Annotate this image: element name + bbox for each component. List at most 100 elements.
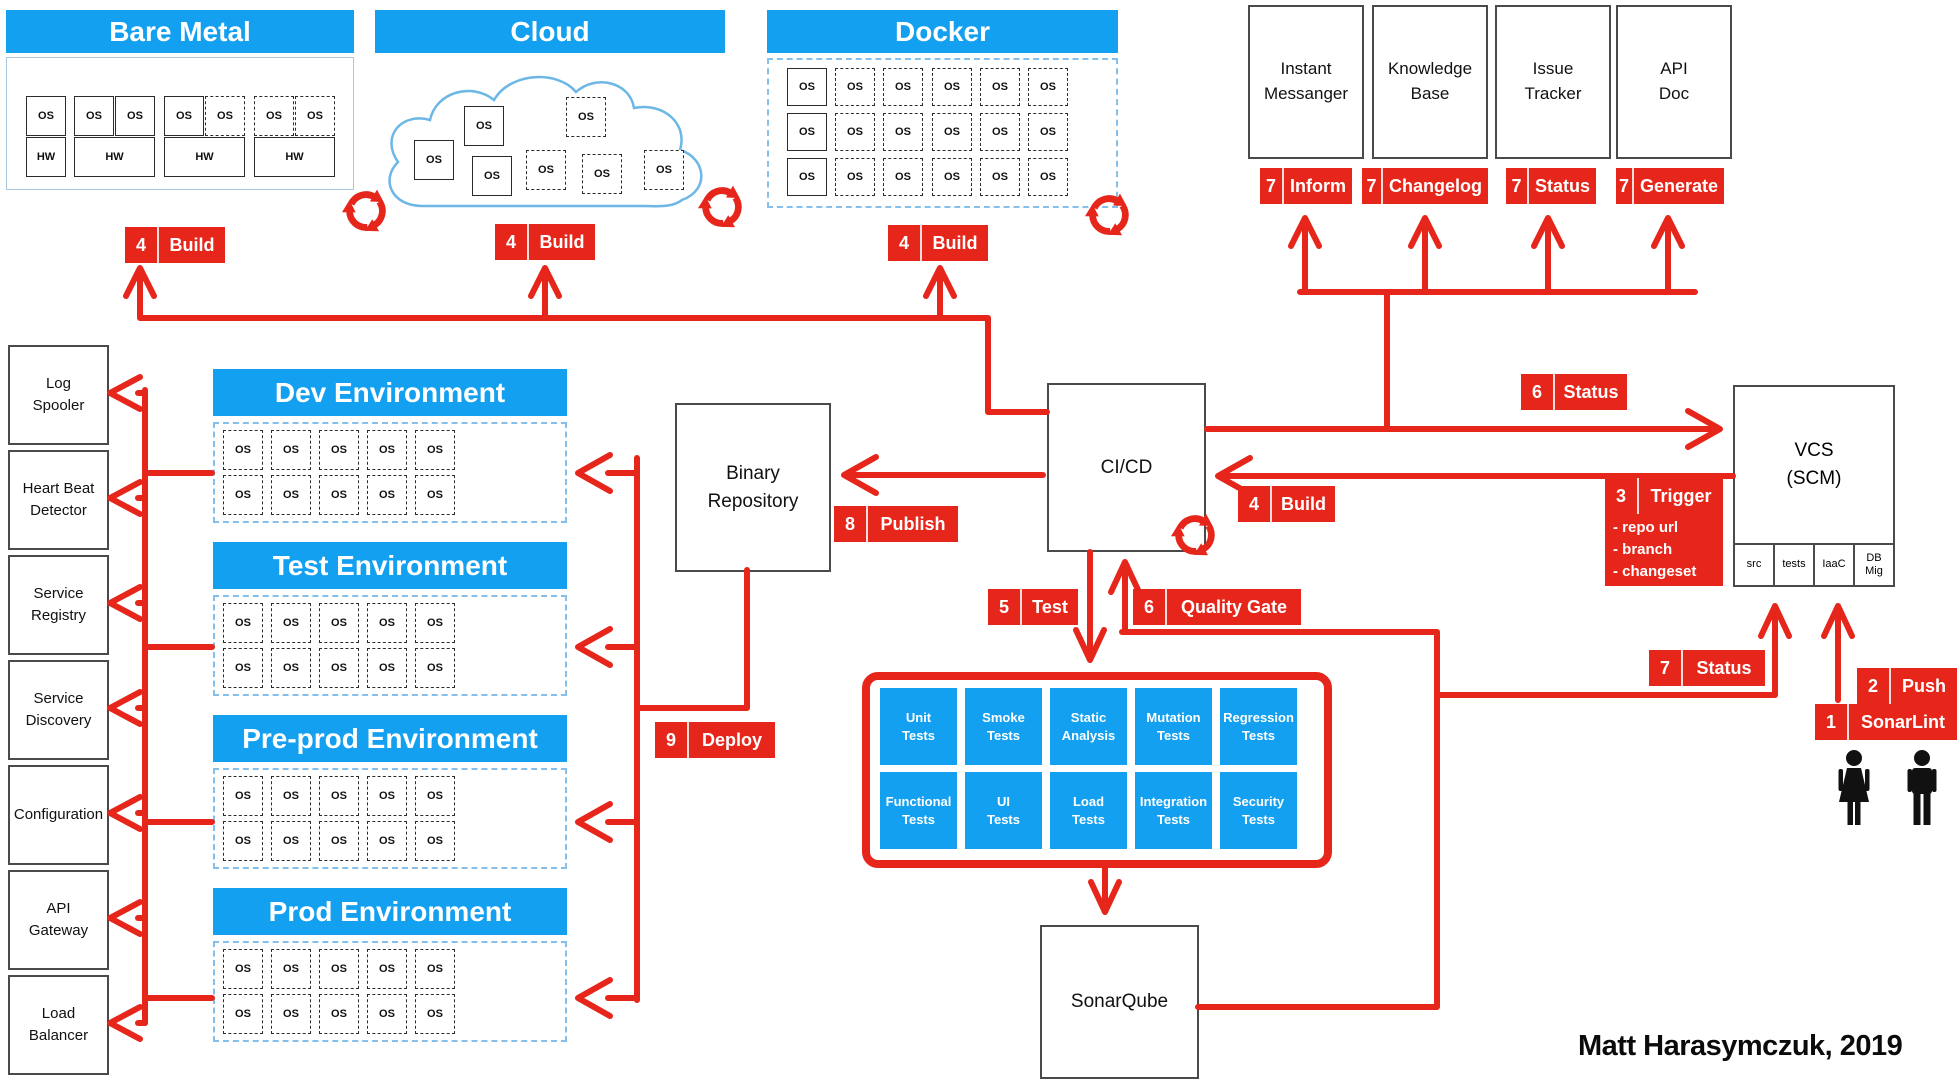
os-box: OS <box>644 150 684 190</box>
os-box: OS <box>271 603 311 643</box>
arrowhead <box>107 899 143 937</box>
trigger-details: - repo url - branch - changeset <box>1605 514 1723 586</box>
os-box: OS <box>835 113 875 151</box>
os-box: OS <box>223 430 263 470</box>
os-box: OS <box>115 96 155 136</box>
ui-tests-box: UI Tests <box>965 772 1042 849</box>
os-box: OS <box>1028 158 1068 196</box>
arrowhead <box>1288 215 1322 249</box>
vcs-cell-iaac: IaaC <box>1813 545 1853 585</box>
os-box: OS <box>415 603 455 643</box>
arrowhead <box>575 977 613 1019</box>
docker-header: Docker <box>767 10 1118 53</box>
os-box: OS <box>319 994 359 1034</box>
arrowhead <box>1088 879 1122 915</box>
os-box: OS <box>271 949 311 989</box>
os-box: OS <box>582 154 622 194</box>
load-balancer-box: Load Balancer <box>8 975 109 1075</box>
os-box: OS <box>1028 113 1068 151</box>
log-spooler-box: Log Spooler <box>8 345 109 445</box>
static-analysis-box: Static Analysis <box>1050 688 1127 765</box>
os-box: OS <box>787 113 827 151</box>
os-box: OS <box>164 96 204 136</box>
arrowhead <box>1108 559 1142 595</box>
os-box: OS <box>883 68 923 106</box>
functional-tests-box: Functional Tests <box>880 772 957 849</box>
os-box: OS <box>26 96 66 136</box>
os-box: OS <box>787 68 827 106</box>
os-box: OS <box>319 821 359 861</box>
os-box: OS <box>223 603 263 643</box>
api-doc-box: API Doc <box>1616 5 1732 159</box>
os-box: OS <box>367 949 407 989</box>
bare-metal-header: Bare Metal <box>6 10 354 53</box>
arrowhead <box>575 452 613 494</box>
os-box: OS <box>74 96 114 136</box>
os-box: OS <box>319 475 359 515</box>
os-box: OS <box>367 603 407 643</box>
arrowhead <box>107 479 143 517</box>
os-box: OS <box>295 96 335 136</box>
os-box: OS <box>271 475 311 515</box>
os-box: OS <box>415 648 455 688</box>
cloud-shape <box>388 75 703 208</box>
test-environment-header: Test Environment <box>213 542 567 589</box>
os-box: OS <box>271 430 311 470</box>
api-gateway-box: API Gateway <box>8 870 109 970</box>
os-box: OS <box>883 158 923 196</box>
attribution: Matt Harasymczuk, 2019 <box>1578 1030 1903 1062</box>
os-box: OS <box>980 158 1020 196</box>
cloud-header: Cloud <box>375 10 725 53</box>
os-box: OS <box>932 158 972 196</box>
mutation-tests-box: Mutation Tests <box>1135 688 1212 765</box>
security-tests-box: Security Tests <box>1220 772 1297 849</box>
arrowhead <box>528 265 562 299</box>
os-box: OS <box>319 430 359 470</box>
preprod-environment-header: Pre-prod Environment <box>213 715 567 762</box>
os-box: OS <box>367 994 407 1034</box>
os-box: OS <box>415 776 455 816</box>
os-box: OS <box>271 776 311 816</box>
os-box: OS <box>932 113 972 151</box>
smoke-tests-box: Smoke Tests <box>965 688 1042 765</box>
os-box: OS <box>223 648 263 688</box>
dev-environment-header: Dev Environment <box>213 369 567 416</box>
os-box: OS <box>254 96 294 136</box>
arrowhead <box>1531 215 1565 249</box>
arrowhead <box>1685 408 1723 450</box>
os-box: OS <box>271 821 311 861</box>
vcs-title: VCS (SCM) <box>1786 440 1842 489</box>
arrowhead <box>575 801 613 843</box>
arrowhead <box>1073 627 1107 663</box>
os-box: OS <box>367 648 407 688</box>
arrowhead <box>107 794 143 832</box>
os-box: OS <box>415 949 455 989</box>
hw-box: HW <box>74 137 155 177</box>
cycle-icon <box>1080 186 1138 244</box>
bare-metal-container <box>6 57 354 190</box>
integration-distribution-line <box>1297 289 1698 432</box>
os-box: OS <box>526 150 566 190</box>
os-box: OS <box>883 113 923 151</box>
os-box: OS <box>223 821 263 861</box>
arrowhead <box>107 1004 143 1042</box>
os-box: OS <box>414 140 454 180</box>
issue-tracker-box: Issue Tracker <box>1495 5 1611 159</box>
os-box: OS <box>835 158 875 196</box>
os-box: OS <box>367 821 407 861</box>
os-box: OS <box>223 475 263 515</box>
os-box: OS <box>464 106 504 146</box>
os-box: OS <box>787 158 827 196</box>
os-box: OS <box>223 949 263 989</box>
os-box: OS <box>223 994 263 1034</box>
arrowhead <box>107 374 143 412</box>
